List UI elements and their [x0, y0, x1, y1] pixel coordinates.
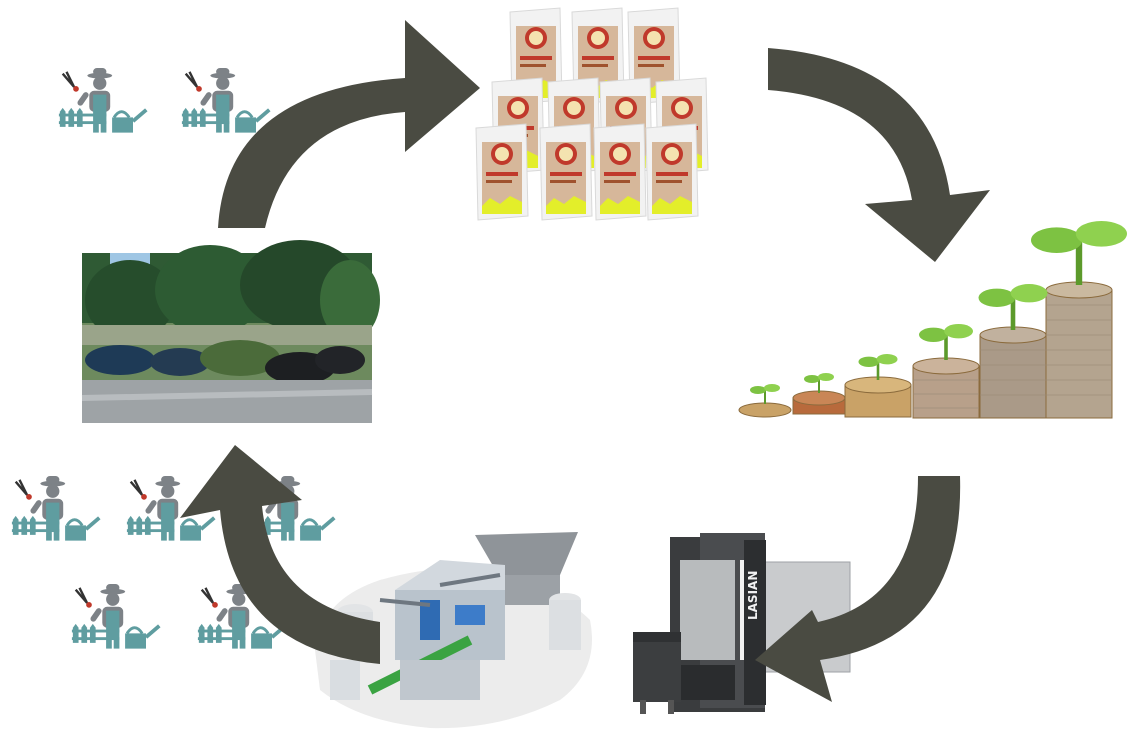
cycle-arrows	[180, 20, 990, 702]
pellet-bags-image	[475, 7, 709, 221]
arrow-savings-to-boiler	[755, 476, 961, 702]
garden-waste-photo	[81, 240, 380, 423]
gardener-icon	[9, 474, 102, 543]
arrow-waste-to-pellets	[218, 20, 480, 228]
arrow-pellets-to-savings	[768, 48, 990, 262]
boiler-brand-label: LASIAN	[746, 571, 760, 620]
gardener-icon	[179, 66, 272, 135]
gardener-icons-top	[57, 66, 272, 135]
arrow-plant-to-waste	[180, 445, 380, 664]
gardener-icon	[57, 66, 149, 135]
pellet-plant-image	[315, 532, 592, 729]
gardener-icon	[70, 582, 162, 651]
coin-stacks-with-seedlings-image	[738, 221, 1127, 419]
